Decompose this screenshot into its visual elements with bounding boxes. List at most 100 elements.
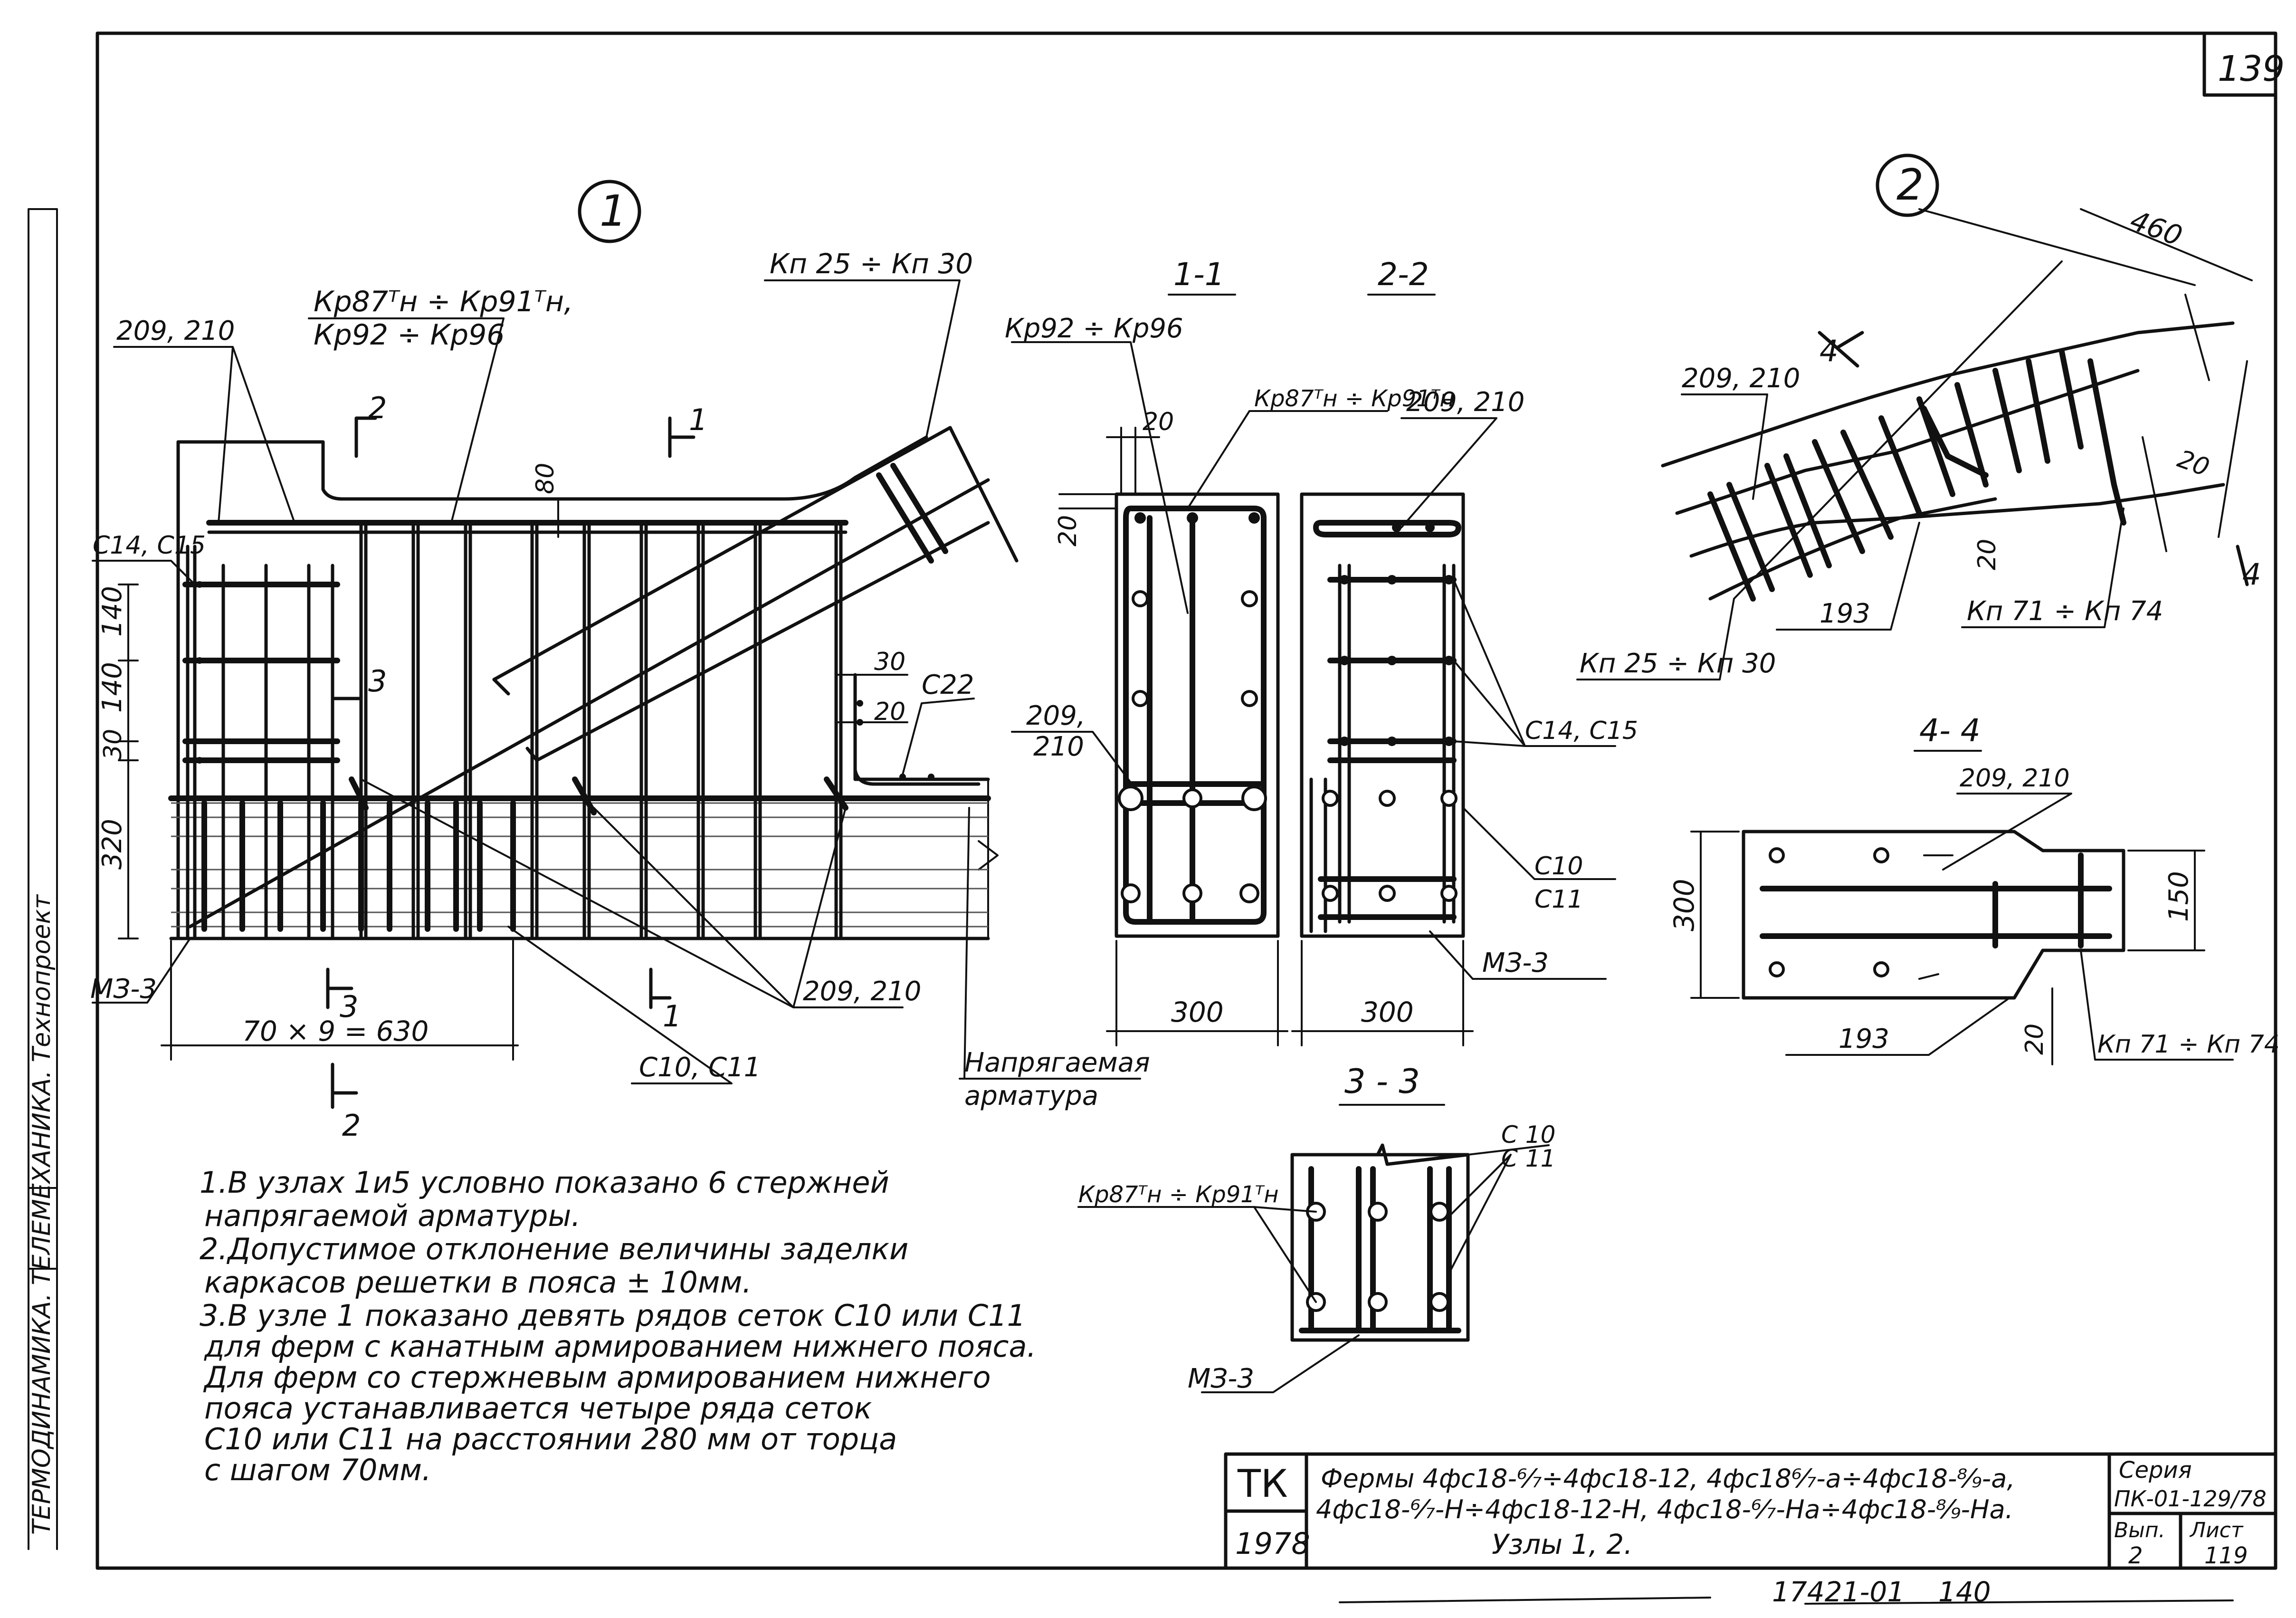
series-label: Серия bbox=[2119, 1457, 2192, 1484]
sec22-label-m33: МЗ-3 bbox=[1482, 948, 1549, 978]
svg-text:1: 1 bbox=[689, 402, 707, 437]
note-line-2: напрягаемой арматуры. bbox=[204, 1198, 581, 1233]
label-c22: С22 bbox=[922, 670, 974, 700]
lower-chord-rebars bbox=[168, 795, 991, 928]
label-kp25-kp30: Кп 25 ÷ Кп 30 bbox=[770, 248, 973, 280]
node2-label-209: 209, 210 bbox=[1682, 363, 1800, 394]
svg-text:209,: 209, bbox=[1026, 700, 1086, 731]
title-line-1: Фермы 4фс18-⁶⁄₇÷4фс18-12, 4фс18⁶⁄₇-а÷4фс… bbox=[1321, 1464, 2015, 1494]
bottom-doc-code: 17421-01 bbox=[1772, 1576, 1905, 1608]
svg-text:30: 30 bbox=[874, 648, 905, 676]
note-line-7: Для ферм со стержневым армированием нижн… bbox=[203, 1360, 991, 1395]
sec11-label-kp87: Кр87ᵀн ÷ Кр91ᵀн bbox=[1254, 385, 1455, 412]
margin-stamp-text: ТЕРМОДИНАМИКА. ТЕЛЕМЕХАНИКА. Технопроект bbox=[28, 894, 56, 1535]
node2-dim460: 460 bbox=[2126, 204, 2186, 252]
svg-text:2: 2 bbox=[368, 391, 387, 425]
node-1-number: 1 bbox=[600, 186, 627, 236]
label-kp87-kp91: Кр87ᵀн ÷ Кр91ᵀн, bbox=[314, 285, 573, 318]
svg-text:20: 20 bbox=[2020, 1024, 2049, 1055]
label-m33-node1: МЗ-3 bbox=[90, 974, 157, 1005]
label-prestress-2: арматура bbox=[964, 1081, 1098, 1111]
section-2-2-title: 2-2 bbox=[1378, 256, 1429, 293]
svg-text:210: 210 bbox=[1033, 731, 1084, 762]
title-block: ТК 1978 Фермы 4фс18-⁶⁄₇÷4фс18-12, 4фс18⁶… bbox=[1224, 1452, 2277, 1570]
sheet-value: 119 bbox=[2204, 1542, 2248, 1569]
svg-text:193: 193 bbox=[1839, 1024, 1889, 1054]
title-org: ТК bbox=[1237, 1462, 1288, 1506]
sec33-label-c10: С 10 bbox=[1501, 1121, 1555, 1149]
note-line-10: с шагом 70мм. bbox=[204, 1453, 431, 1487]
svg-text:80: 80 bbox=[531, 463, 560, 494]
title-line-3: Узлы 1, 2. bbox=[1492, 1528, 1633, 1561]
svg-text:3: 3 bbox=[340, 989, 358, 1024]
web-rods bbox=[359, 521, 843, 940]
svg-text:20: 20 bbox=[874, 698, 905, 726]
diagonal-brace bbox=[188, 426, 1019, 929]
section-1-1-title: 1-1 bbox=[1173, 256, 1225, 293]
section-4-4-title: 4- 4 bbox=[1919, 712, 1981, 749]
node-1-labels: Кр87ᵀн ÷ Кр91ᵀн, Кр92 ÷ Кр96 209, 210 Кп… bbox=[90, 248, 1150, 1111]
node2-label-kp25: Кп 25 ÷ Кп 30 bbox=[1580, 648, 1776, 679]
sec22-label-c11: С11 bbox=[1534, 885, 1583, 914]
label-kp92-kp96: Кр92 ÷ Кр96 bbox=[314, 318, 505, 352]
note-line-4: каркасов решетки в пояса ± 10мм. bbox=[204, 1265, 752, 1300]
sec22-label-209: 209, 210 bbox=[1406, 387, 1524, 418]
label-209-210-top: 209, 210 bbox=[116, 316, 235, 346]
node-1-dimensions: 140 140 30 320 70 × 9 = 630 80 30 20 bbox=[97, 463, 908, 1061]
title-year: 1978 bbox=[1235, 1526, 1310, 1561]
label-209-210-bottom: 209, 210 bbox=[803, 976, 921, 1007]
node-1-cut-marks: 2 1 3 3 1 2 bbox=[326, 391, 707, 1143]
sheet-label: Лист bbox=[2189, 1518, 2244, 1542]
svg-text:20: 20 bbox=[2174, 445, 2213, 482]
svg-text:4: 4 bbox=[1820, 334, 1838, 368]
note-line-3: 2.Допустимое отклонение величины заделки bbox=[200, 1232, 908, 1266]
page-number: 139 bbox=[2218, 48, 2285, 89]
general-notes: 1.В узлах 1и5 условно показано 6 стержне… bbox=[200, 1165, 1036, 1487]
svg-text:2: 2 bbox=[342, 1108, 361, 1143]
node2-label-kp71: Кп 71 ÷ Кп 74 bbox=[1967, 596, 2163, 627]
svg-text:4: 4 bbox=[2242, 557, 2261, 592]
bottom-stamp: 17421-01 140 bbox=[1339, 1576, 2234, 1608]
svg-text:300: 300 bbox=[1361, 996, 1414, 1028]
svg-text:3: 3 bbox=[368, 664, 387, 699]
sec33-label-kp87: Кр87ᵀн ÷ Кр91ᵀн bbox=[1078, 1181, 1279, 1208]
svg-text:140: 140 bbox=[97, 662, 128, 713]
label-c10-c11: С10, С11 bbox=[639, 1052, 761, 1083]
svg-text:300: 300 bbox=[1668, 879, 1700, 931]
svg-text:300: 300 bbox=[1171, 996, 1224, 1028]
sec44-label-209: 209, 210 bbox=[1960, 764, 2070, 793]
mesh-c14 bbox=[182, 545, 340, 940]
label-c14-c15: С14, С15 bbox=[93, 531, 206, 560]
sec44-label-kp71: Кп 71 ÷ Кп 74 bbox=[2097, 1030, 2280, 1059]
svg-text:1: 1 bbox=[663, 999, 681, 1034]
svg-text:320: 320 bbox=[97, 819, 128, 870]
section-1-1: 1-1 Кр92 ÷ Кр96 Кр87ᵀн ÷ Кр91ᵀн 20 20 20… bbox=[1005, 256, 1455, 1046]
sec11-label-kp92: Кр92 ÷ Кр96 bbox=[1005, 313, 1183, 344]
issue-label: Вып. bbox=[2114, 1518, 2165, 1542]
sec33-label-c11: С 11 bbox=[1501, 1145, 1555, 1172]
sheet-frame: 139 bbox=[95, 31, 2285, 1570]
note-line-1: 1.В узлах 1и5 условно показано 6 стержне… bbox=[200, 1165, 889, 1200]
note-line-5: 3.В узле 1 показано девять рядов сеток С… bbox=[200, 1298, 1026, 1333]
section-3-3-title: 3 - 3 bbox=[1344, 1062, 1420, 1101]
note-line-6: для ферм с канатным армированием нижнего… bbox=[204, 1329, 1036, 1364]
bottom-page: 140 bbox=[1938, 1576, 1991, 1608]
sec33-label-m33: МЗ-3 bbox=[1188, 1363, 1254, 1394]
node-1-dots bbox=[196, 581, 934, 780]
svg-text:70 × 9 = 630: 70 × 9 = 630 bbox=[242, 1015, 429, 1047]
svg-text:30: 30 bbox=[99, 729, 127, 760]
section-2-2: 2-2 209, 210 С14, С15 С10 С11 МЗ-3 300 bbox=[1291, 256, 1638, 1046]
svg-text:150: 150 bbox=[2163, 871, 2194, 922]
node-2-marker bbox=[1876, 153, 1939, 217]
svg-text:20: 20 bbox=[1143, 408, 1174, 436]
node2-dim193: 193 bbox=[1820, 598, 1870, 629]
margin-stamp: ТЕРМОДИНАМИКА. ТЕЛЕМЕХАНИКА. Технопроект bbox=[28, 208, 58, 1550]
note-line-9: С10 или С11 на расстоянии 280 мм от торц… bbox=[204, 1422, 897, 1456]
node-1-marker bbox=[578, 180, 641, 243]
svg-text:20: 20 bbox=[1054, 515, 1082, 546]
title-line-2: 4фс18-⁶⁄₇-Н÷4фс18-12-Н, 4фс18-⁶⁄₇-На÷4фс… bbox=[1316, 1494, 2013, 1524]
series-value: ПК-01-129/78 bbox=[2114, 1486, 2267, 1512]
node-1-drawing: 1 bbox=[90, 180, 1150, 1143]
svg-text:140: 140 bbox=[97, 586, 128, 637]
